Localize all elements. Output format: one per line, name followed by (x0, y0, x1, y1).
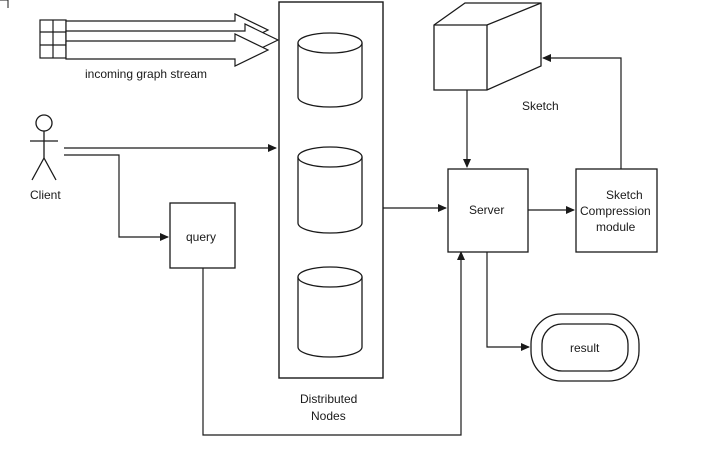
server-box (447, 168, 529, 253)
sketch-cube-icon (433, 2, 542, 91)
stream-arrows (65, 13, 280, 67)
compression-to-sketch-edge (542, 54, 622, 169)
compression-module-box (575, 168, 658, 253)
client-label: Client (30, 188, 61, 202)
server-label: Server (469, 203, 504, 217)
client-actor-icon (30, 114, 58, 181)
stream-arrow-3 (65, 33, 270, 67)
corner-mark (0, 0, 9, 8)
client-to-query-edge (64, 154, 169, 241)
result-terminator (530, 313, 640, 382)
stream-label: incoming graph stream (85, 67, 207, 81)
query-box (169, 202, 236, 269)
compression-label-line3: module (596, 220, 636, 234)
database-node-3 (297, 266, 363, 358)
database-node-1 (297, 32, 363, 108)
result-label: result (570, 341, 600, 355)
distributed-label-line1: Distributed (300, 392, 357, 406)
server-to-result-edge (486, 252, 530, 351)
sketch-label: Sketch (522, 99, 559, 113)
query-to-server-edge (202, 251, 465, 436)
compression-label-line1: Sketch (606, 188, 643, 202)
compression-label-line2: Compression (580, 204, 651, 218)
distributed-label-line2: Nodes (311, 409, 346, 423)
stream-records-icon (39, 19, 67, 59)
query-label: query (186, 230, 216, 244)
database-node-2 (297, 146, 363, 234)
